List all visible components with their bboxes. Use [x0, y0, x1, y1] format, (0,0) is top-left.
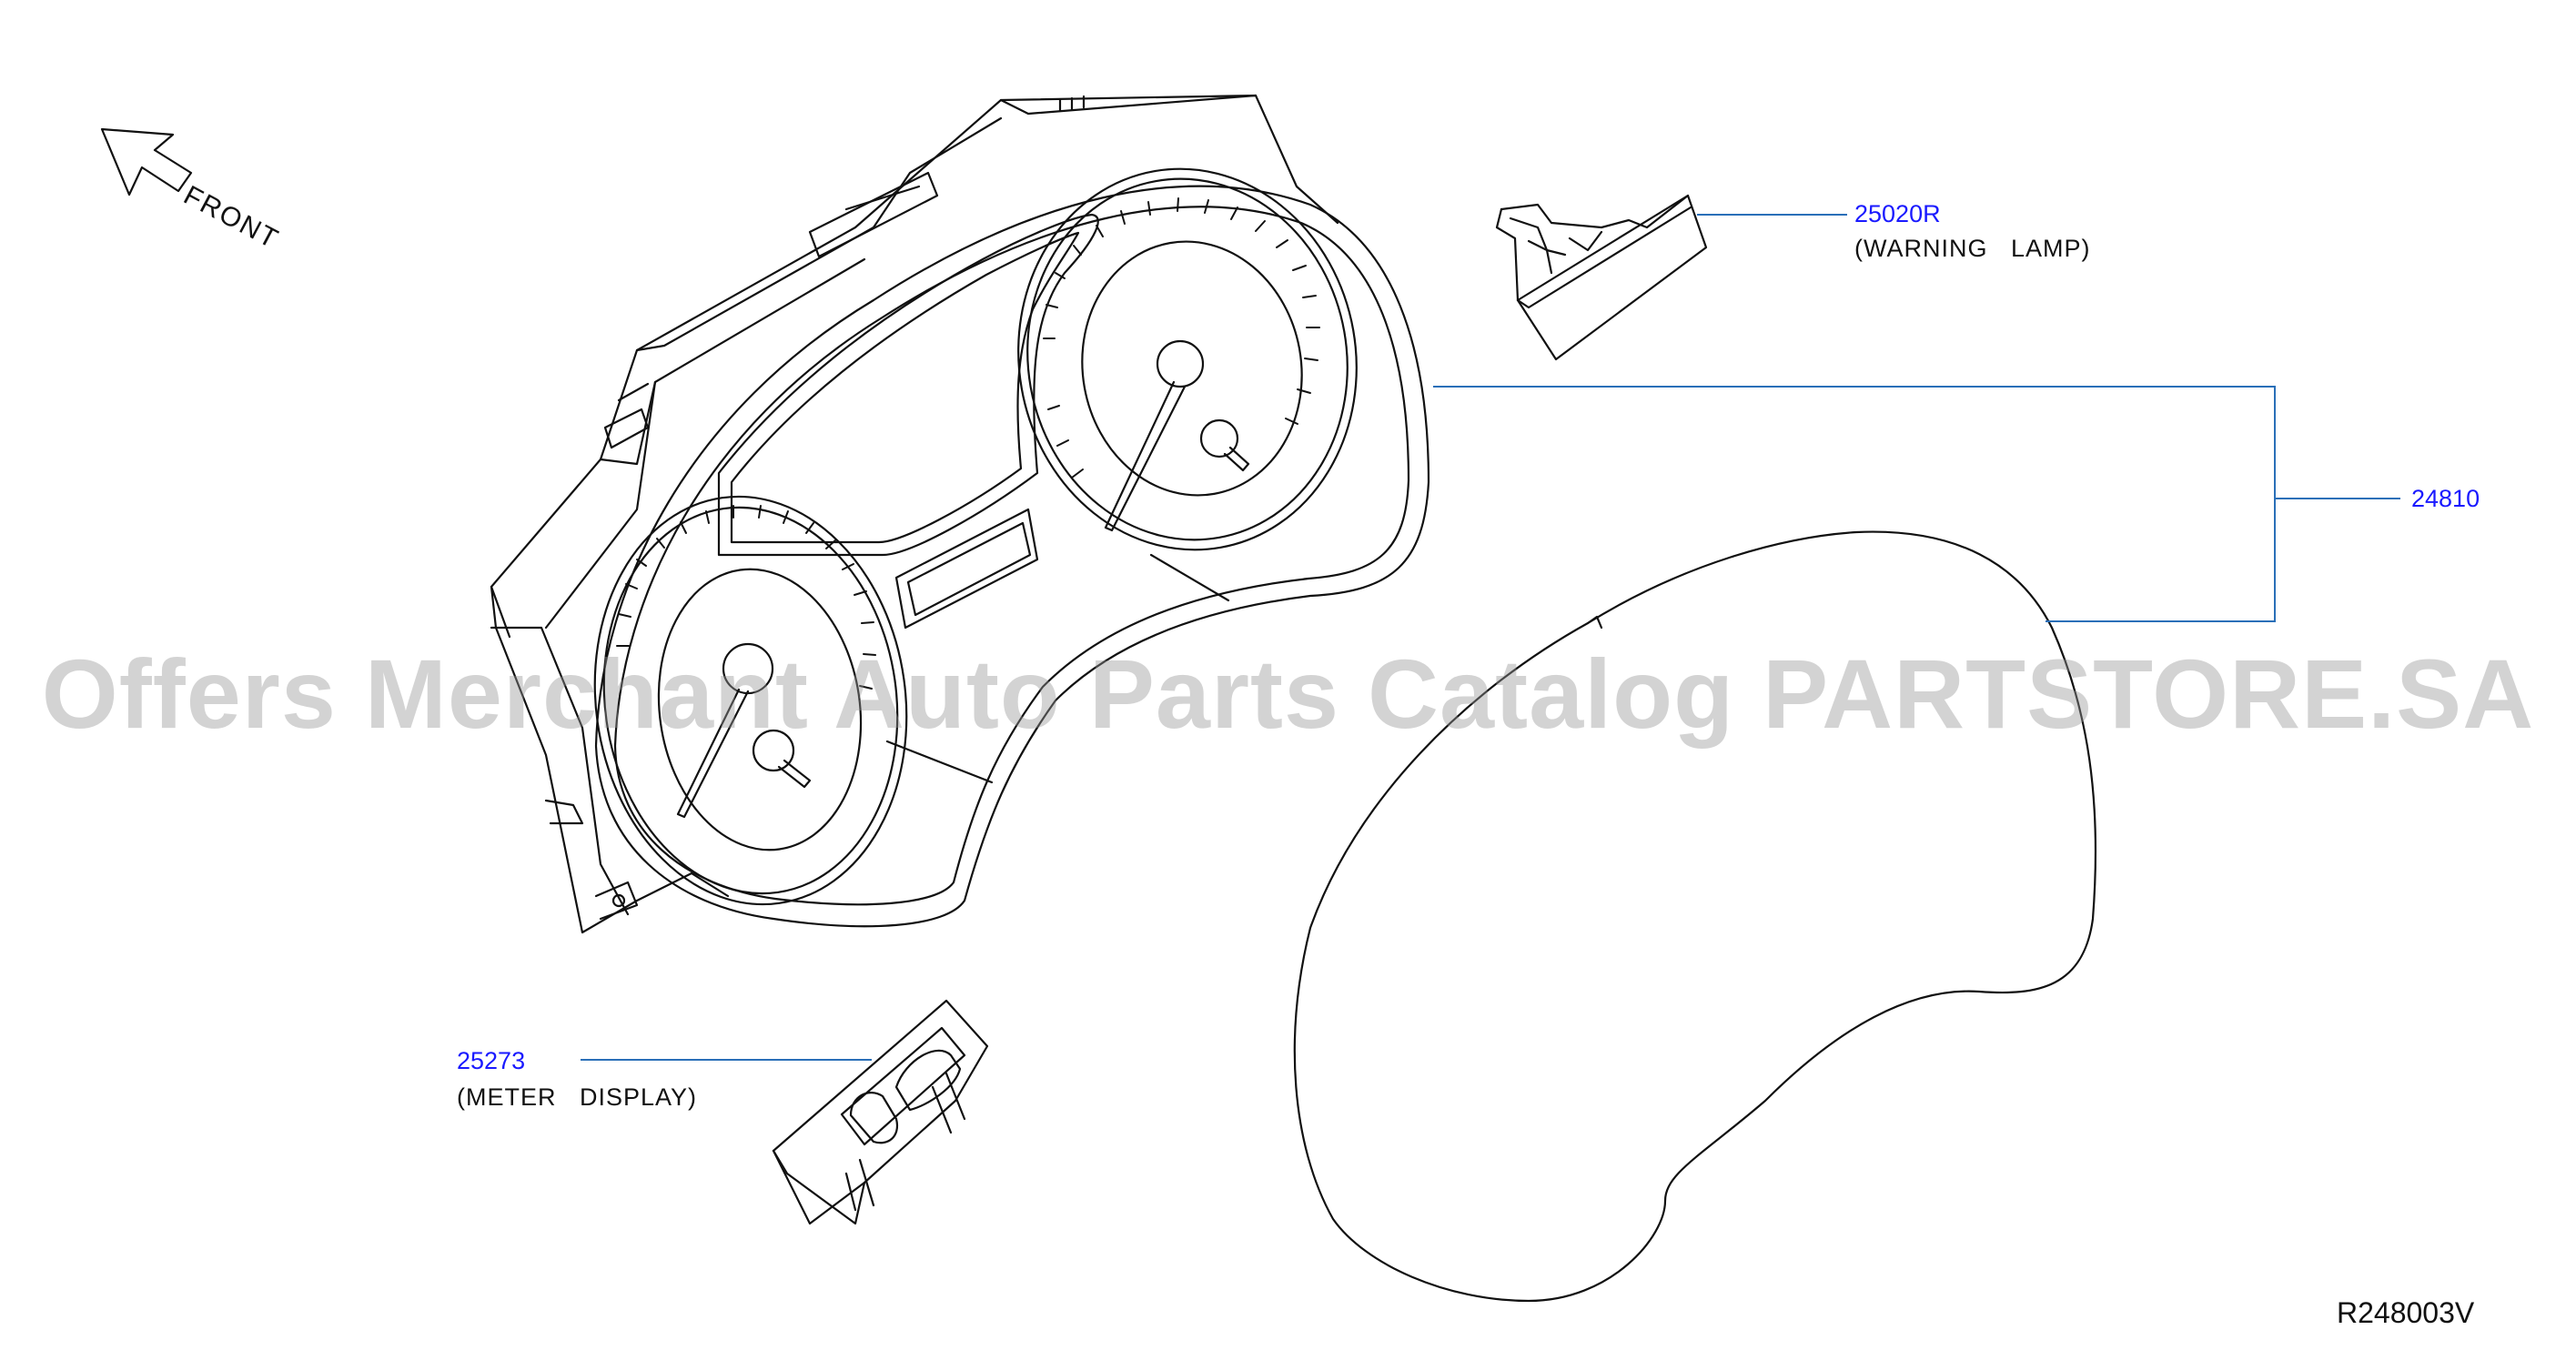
callout-number-combination-meter[interactable]: 24810 — [2411, 485, 2480, 512]
callout-name-warning-lamp: (WARNING LAMP) — [1854, 235, 2091, 262]
callout-number-meter-display[interactable]: 25273 — [457, 1047, 526, 1074]
warning-lamp-part — [1495, 194, 1708, 361]
meter-lens-outline — [1293, 530, 2097, 1303]
combination-meter-assembly — [490, 94, 1430, 934]
front-arrow-icon — [100, 127, 193, 196]
drawing-code: R248003V — [2337, 1296, 2475, 1329]
callout-name-meter-display: (METER DISPLAY) — [457, 1083, 698, 1111]
callout-number-warning-lamp[interactable]: 25020R — [1854, 200, 1941, 227]
meter-display-part — [772, 999, 989, 1225]
leader-line-24810 — [1433, 386, 2400, 622]
